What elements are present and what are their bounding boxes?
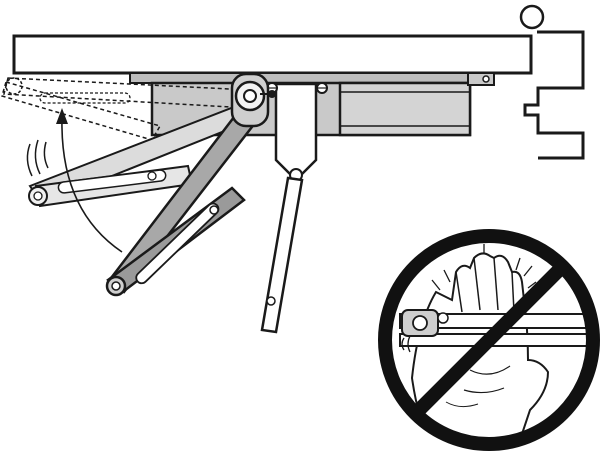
hanging-rod: [260, 176, 304, 334]
door-frame: [12, 34, 533, 75]
pivot-shaft: [230, 72, 276, 128]
door-edge-profile: [519, 4, 585, 160]
swing-arrow-icon: [56, 108, 123, 253]
motion-lines-icon: [26, 139, 49, 177]
mounting-bracket: [266, 82, 328, 182]
prohibition-icon: [378, 229, 600, 451]
arm-main: [105, 102, 264, 297]
